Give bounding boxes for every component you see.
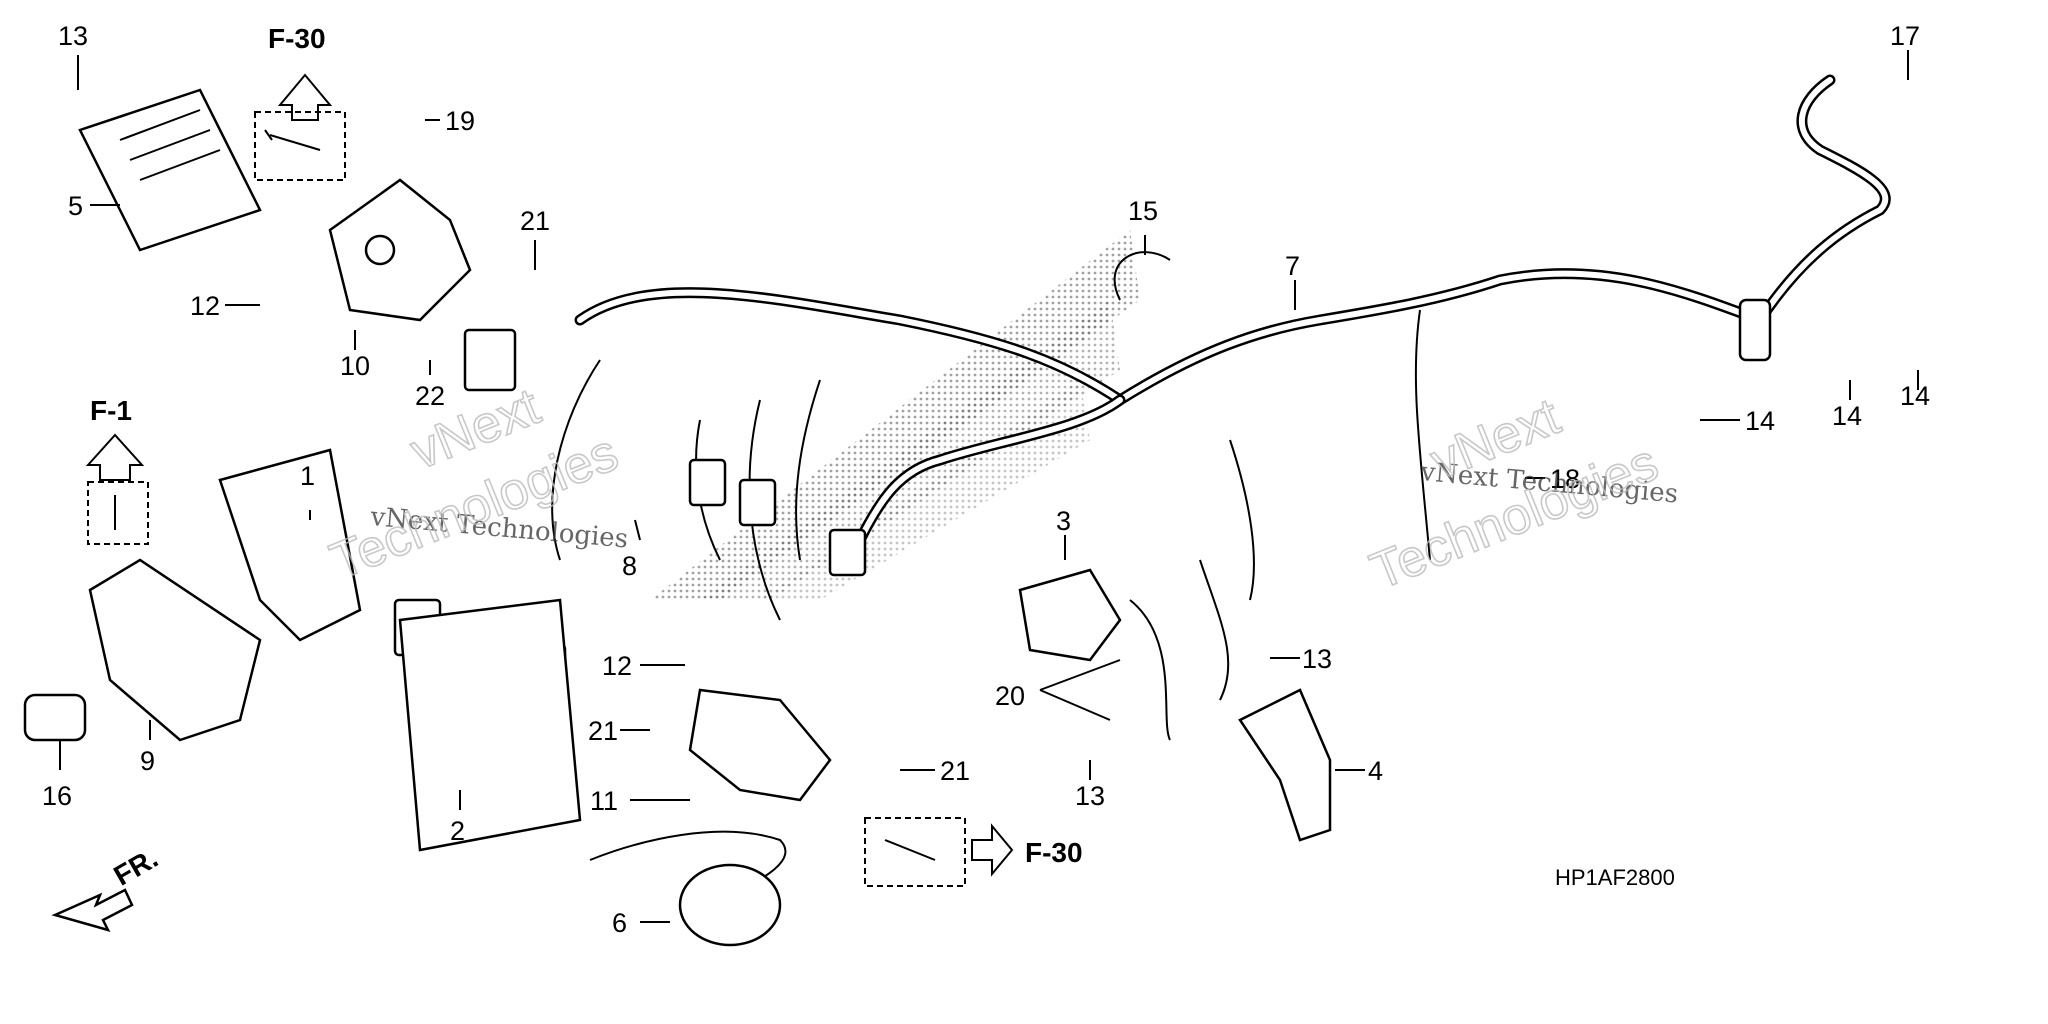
callout-5: 5 <box>68 191 83 221</box>
reference-f1-label: F-1 <box>90 395 132 426</box>
callout-21-mid: 21 <box>588 716 618 746</box>
reference-f30-top-label: F-30 <box>268 23 326 54</box>
reference-f30-top: F-30 <box>254 23 346 181</box>
callout-10: 10 <box>340 351 370 381</box>
reference-f30-bottom: F-30 <box>864 817 1083 887</box>
callout-8: 8 <box>622 551 637 581</box>
callout-13-mid: 13 <box>1302 644 1332 674</box>
front-direction-indicator: FR. <box>51 842 164 932</box>
callout-14-right: 14 <box>1900 381 1930 411</box>
bracket-part-10 <box>328 178 472 322</box>
leader-lines <box>59 50 1919 923</box>
callout-22: 22 <box>415 381 445 411</box>
callouts: 13 5 12 10 19 21 22 1 9 16 8 2 12 21 11 … <box>42 21 1930 938</box>
callout-9: 9 <box>140 746 155 776</box>
callout-6: 6 <box>612 908 627 938</box>
callout-2: 2 <box>450 816 465 846</box>
callout-14-middle: 14 <box>1832 401 1862 431</box>
arrow-front-icon <box>51 888 134 932</box>
up-arrow-icon <box>85 433 145 481</box>
ecu-part-2 <box>398 598 582 852</box>
callout-15: 15 <box>1128 196 1158 226</box>
callout-21-top: 21 <box>520 206 550 236</box>
callout-12-top: 12 <box>190 291 220 321</box>
reference-f1: F-1 <box>85 395 149 545</box>
callout-13-bottom: 13 <box>1075 781 1105 811</box>
callout-1: 1 <box>300 461 315 491</box>
diagram-code: HP1AF2800 <box>1555 865 1675 890</box>
reference-f30-top-box <box>254 111 346 181</box>
callout-3: 3 <box>1056 506 1071 536</box>
callout-12-mid: 12 <box>602 651 632 681</box>
front-direction-label: FR. <box>109 842 164 891</box>
bracket-part-1 <box>218 448 362 642</box>
clip-part-15 <box>1113 251 1171 301</box>
bracket-part-9 <box>88 558 262 742</box>
callout-21-right: 21 <box>940 756 970 786</box>
callout-11: 11 <box>590 786 618 816</box>
callout-17: 17 <box>1890 21 1920 51</box>
callout-18: 18 <box>1550 464 1580 494</box>
reference-f30-bottom-label: F-30 <box>1025 837 1083 868</box>
regulator-part <box>78 88 262 252</box>
callout-20: 20 <box>995 681 1025 711</box>
callout-14-left: 14 <box>1745 406 1775 436</box>
right-arrow-icon <box>971 823 1014 877</box>
clamp-part-16 <box>23 693 87 742</box>
callout-16: 16 <box>42 781 72 811</box>
bracket-part-11 <box>688 688 832 802</box>
main-harness <box>551 74 1891 741</box>
callout-4: 4 <box>1368 756 1383 786</box>
background-wing-logo <box>650 230 1140 600</box>
callout-7: 7 <box>1285 251 1300 281</box>
up-arrow-icon <box>277 73 333 121</box>
coil-part-6 <box>589 830 787 947</box>
spark-plug-cap-part-4 <box>1238 688 1332 842</box>
reference-f30-bottom-box <box>864 817 966 887</box>
relay-part-3 <box>1018 568 1122 662</box>
callout-13-top-left: 13 <box>58 21 88 51</box>
callout-19: 19 <box>445 106 475 136</box>
reference-f1-box <box>87 481 149 545</box>
